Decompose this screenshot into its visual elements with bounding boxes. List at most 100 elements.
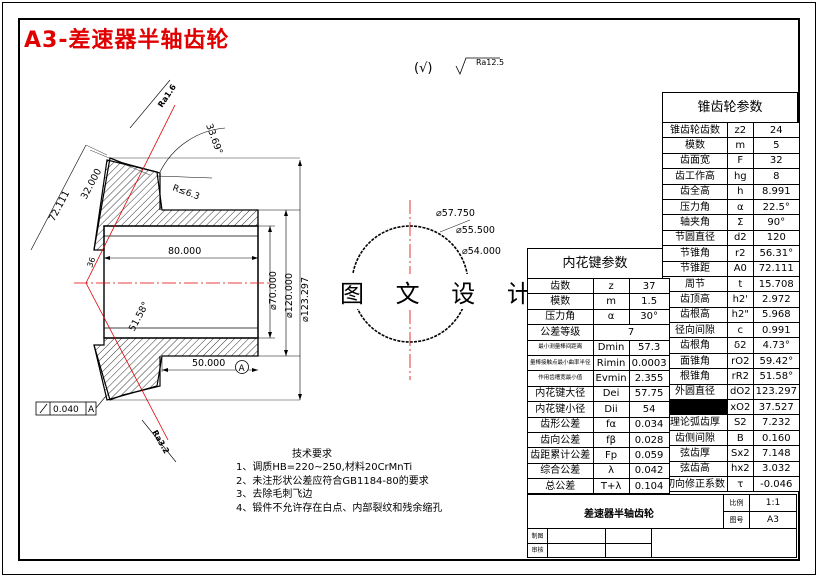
bevel-cell-value: 7.148 — [752, 445, 800, 462]
svg-text:Ra3.2: Ra3.2 — [150, 429, 171, 456]
dim-length-32: 32.000 — [79, 167, 104, 202]
bevel-cell-symbol: rR2 — [727, 368, 754, 385]
datum-a-circle — [235, 360, 249, 374]
bevel-cell-label: 节圆直径 — [662, 229, 728, 247]
spline-cell-symbol: m — [592, 293, 630, 310]
bevel-cell-symbol: t — [727, 275, 754, 293]
dim-length-72: 72.111 — [47, 189, 72, 224]
spline-cell-label: 公差等级 — [527, 324, 594, 341]
dim-angle-36: 36 — [85, 256, 97, 269]
bevel-cell-value: 120 — [752, 229, 800, 247]
spline-cell-value: 37 — [628, 277, 670, 295]
requirements-title: 技术要求 — [292, 449, 332, 460]
requirement-item-2: 2、未注形状公差应符合GB1184-80的要求 — [236, 475, 429, 487]
roughness-tag-top: Ra1.6 — [129, 79, 178, 129]
bevel-cell-symbol: rO2 — [727, 352, 754, 370]
dim-radius: R≤6.3 — [171, 183, 201, 202]
drawn-label: 制图 — [528, 529, 548, 544]
bevel-cell-value: 8.991 — [752, 183, 800, 200]
bevel-cell-symbol: h2" — [727, 306, 754, 324]
bevel-cell-label: 弦齿高 — [662, 460, 728, 477]
bevel-cell-value: 0.160 — [752, 429, 800, 447]
bevel-cell-label: 齿工作高 — [662, 168, 728, 185]
bevel-cell-value: 51.58° — [752, 368, 800, 385]
bevel-cell-symbol: A0 — [727, 260, 754, 277]
scale-label: 比例 — [724, 495, 750, 512]
dim-angle-33: 33.69° — [203, 122, 224, 156]
spline-cell-value: 0.028 — [628, 431, 670, 449]
spline-cell-label: 齿向公差 — [527, 431, 594, 449]
requirement-item-3: 3、去除毛刺飞边 — [236, 489, 313, 501]
bevel-cell-symbol: B — [727, 429, 754, 447]
spline-cell-value: 0.0003 — [628, 354, 670, 372]
bevel-cell-label: 齿侧间隙 — [662, 429, 728, 447]
bevel-cell-label: 齿面宽 — [662, 152, 728, 170]
bevel-cell-symbol: δ2 — [727, 337, 754, 354]
spline-cell-value: 30° — [628, 308, 670, 326]
spline-cell-value: 0.034 — [628, 416, 670, 433]
dim-length-50: 50.000 — [192, 358, 225, 369]
bevel-cell-value: 4.73° — [752, 337, 800, 354]
scale-value: 1:1 — [750, 495, 796, 512]
spline-cell-symbol: fβ — [592, 431, 630, 449]
bevel-cell-symbol: F — [727, 152, 754, 170]
dim-dia-70: ⌀70.000 — [268, 271, 279, 310]
bevel-cell-value: 90° — [752, 214, 800, 231]
spline-cell-symbol: fα — [592, 416, 630, 433]
bevel-cell-symbol: hg — [727, 168, 754, 185]
bevel-cell-value: 2.972 — [752, 291, 800, 308]
bevel-cell-value: 15.708 — [752, 275, 800, 293]
watermark-text: 图 文 设 计 — [336, 274, 547, 309]
bevel-cell-label: 齿顶高 — [662, 291, 728, 308]
bevel-cell-label: 轴夹角 — [662, 214, 728, 231]
bevel-cell-label: 压力角 — [662, 198, 728, 216]
spline-cell-value: 57.75 — [628, 385, 670, 403]
bevel-cell-label: 切向修正系数 — [662, 475, 728, 493]
bevel-cell-symbol: Sx2 — [727, 445, 754, 462]
bevel-cell-label: 径向间隙 — [662, 322, 728, 339]
bevel-cell-label: 弦齿厚 — [662, 445, 728, 462]
bevel-cell-symbol: c — [727, 322, 754, 339]
bevel-cell-label — [662, 399, 728, 416]
bevel-cell-symbol: xO2 — [727, 399, 754, 416]
dim-spline-major: ⌀57.750 — [436, 208, 475, 219]
bevel-cell-label: 周节 — [662, 275, 728, 293]
bevel-cell-label: 理论弧齿厚 — [662, 414, 728, 431]
spline-cell-value: 7 — [592, 324, 670, 341]
title-block: 差速器半轴齿轮 比例 1:1 图号 A3 制图 审核 — [527, 494, 797, 558]
bevel-cell-value: 59.42° — [752, 352, 800, 370]
check-label: 审核 — [528, 544, 548, 558]
spline-cell-label: 量棒接触点最小曲率半径 — [527, 354, 594, 372]
spline-cell-value: 2.355 — [628, 370, 670, 387]
spline-cell-value: 1.5 — [628, 293, 670, 310]
spline-cell-symbol: Rimin — [592, 354, 630, 372]
spline-cell-label: 作用齿槽宽最小值 — [527, 370, 594, 387]
bevel-cell-symbol: S2 — [727, 414, 754, 431]
requirement-item-1: 1、调质HB=220~250,材料20CrMnTi — [236, 462, 413, 474]
bevel-cell-value: 72.111 — [752, 260, 800, 277]
bevel-cell-symbol: dO2 — [727, 383, 754, 401]
bevel-cell-value: 32 — [752, 152, 800, 170]
bevel-cell-symbol: r2 — [727, 245, 754, 262]
